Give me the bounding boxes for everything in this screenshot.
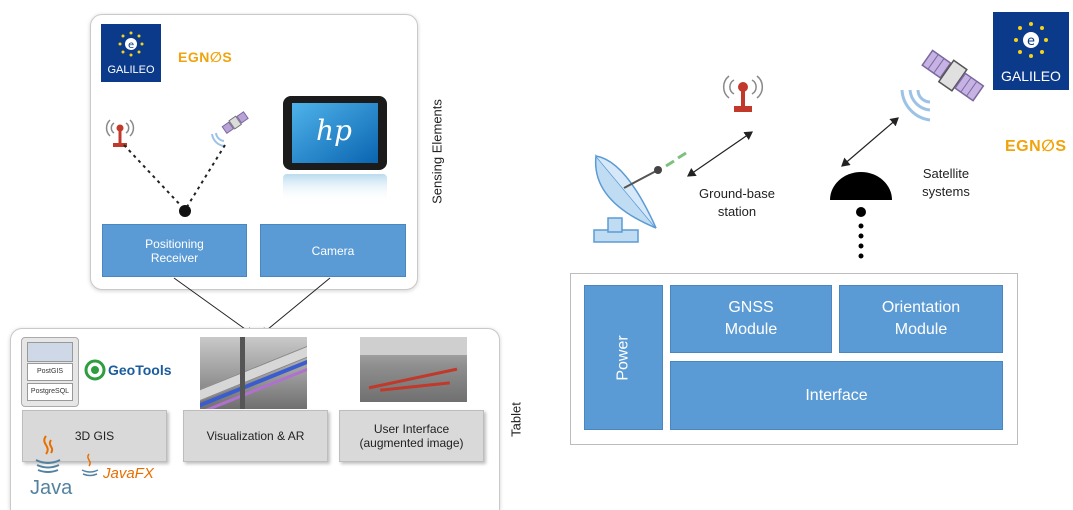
orientation-module-box: Orientation Module (839, 285, 1003, 353)
galileo-logo-right: e GALILEO (993, 12, 1069, 90)
postgresql-label: PostgreSQL (27, 383, 73, 401)
positioning-label-line1: Positioning (145, 236, 204, 251)
galileo-stars-icon: e (118, 31, 144, 57)
ground-station-label-line1: Ground-base (699, 186, 775, 201)
java-cup-icon (35, 435, 61, 473)
satellite-icon-right (900, 49, 985, 122)
hp-tablet-image (283, 96, 387, 202)
signal-dotted-lines (123, 144, 226, 217)
ground-station-label: Ground-base station (692, 185, 782, 221)
javafx-logo-text: JavaFX (103, 465, 154, 482)
gnss-label-line2: Module (724, 321, 778, 338)
database-icon: PostGIS PostgreSQL (21, 337, 79, 407)
orientation-label-line2: Module (894, 321, 948, 338)
tablet-label: Tablet (508, 402, 524, 437)
ground-station-label-line2: station (717, 204, 757, 219)
positioning-label-line2: Receiver (150, 250, 199, 265)
sensing-to-visualization-arrows (173, 277, 331, 335)
ground-station-link-arrow (687, 131, 753, 177)
visualization-ar-box: Visualization & AR (183, 410, 328, 462)
satellite-systems-label: Satellite systems (906, 165, 986, 201)
3d-gis-label: 3D GIS (74, 429, 115, 443)
interface-box: Interface (670, 361, 1003, 430)
satellite-link-arrow (841, 117, 899, 167)
orientation-label-line1: Orientation (881, 299, 961, 316)
gnss-module-box: GNSS Module (670, 285, 832, 353)
galileo-logo-left: e GALILEO (101, 24, 161, 82)
satellite-icon-left (211, 111, 249, 147)
satellite-dish-icon (593, 151, 687, 243)
user-interface-photo (360, 337, 467, 402)
svg-text:e: e (1027, 34, 1035, 49)
galileo-stars-icon-right: e (1014, 22, 1048, 58)
postgis-label: PostGIS (27, 363, 73, 381)
geotools-logo-text: GeoTools (108, 362, 172, 378)
sensing-elements-label: Sensing Elements (429, 99, 445, 204)
user-interface-label-line1: User Interface (373, 422, 450, 436)
javafx-cup-icon (81, 453, 99, 477)
positioning-receiver-box: Positioning Receiver (102, 224, 247, 277)
egnos-logo-right: EGN∅S (1005, 138, 1067, 155)
egnos-logo-left: EGN∅S (178, 49, 233, 65)
svg-text:e: e (128, 40, 134, 51)
visualization-photo (200, 337, 307, 409)
java-logo-text: Java (30, 477, 73, 499)
interface-label: Interface (805, 386, 868, 404)
gnss-label-line1: GNSS (728, 299, 774, 316)
geotools-icon (84, 359, 106, 381)
galileo-logo-text-right: GALILEO (1001, 68, 1061, 84)
hp-logo-text: hp (316, 114, 352, 147)
user-interface-box: User Interface (augmented image) (339, 410, 484, 462)
user-interface-label-line2: (augmented image) (359, 436, 464, 450)
power-box: Power (584, 285, 663, 430)
visualization-ar-label: Visualization & AR (206, 429, 305, 443)
antenna-icon-right (722, 75, 764, 112)
galileo-logo-text: GALILEO (107, 64, 155, 76)
receiver-antenna-icon (830, 172, 892, 259)
satellite-systems-label-line1: Satellite (922, 166, 970, 181)
satellite-systems-label-line2: systems (922, 184, 970, 199)
power-label: Power (614, 334, 632, 381)
camera-label: Camera (311, 243, 355, 258)
antenna-icon-left (105, 119, 135, 147)
camera-box: Camera (260, 224, 406, 277)
